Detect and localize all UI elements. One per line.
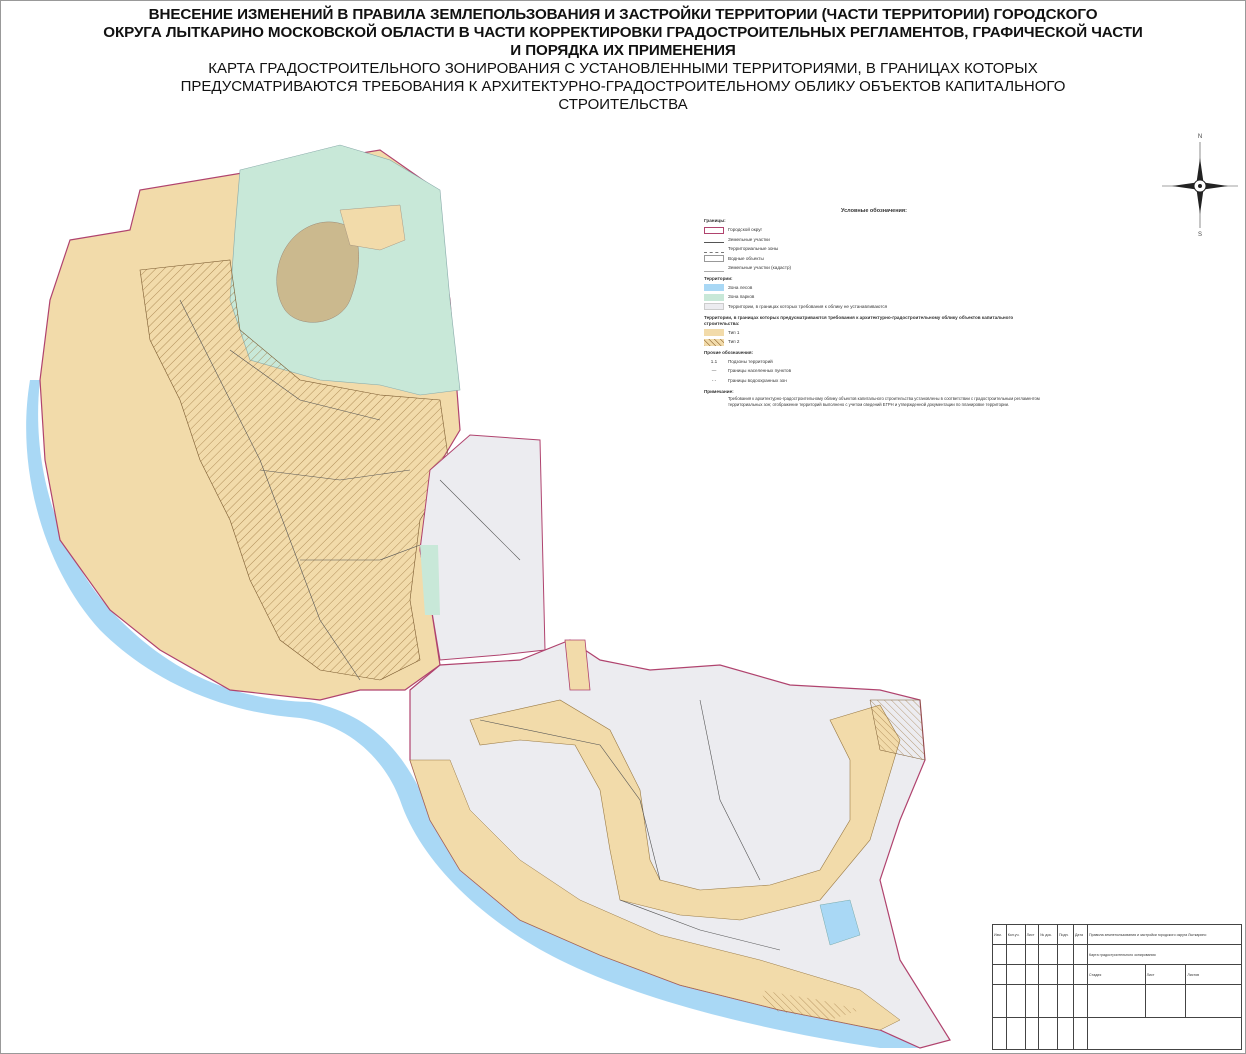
stamp-cell: Лист: [1024, 924, 1040, 945]
compass-south-label: S: [1198, 232, 1202, 238]
legend-label: Земельные участки (кадастр): [728, 265, 792, 271]
legend-row: Земельные участки (кадастр): [704, 263, 1044, 273]
legend-label: Зона лесов: [728, 284, 753, 290]
subtitle-line-3: СТРОИТЕЛЬСТВА: [558, 96, 688, 113]
legend-row: Территориальные зоны: [704, 244, 1044, 254]
stamp-sheet: Лист: [1144, 964, 1187, 985]
legend: Условные обозначения: Границы: Городской…: [704, 208, 1044, 407]
legend-label: Городской округ: [728, 227, 763, 233]
legend-swatch: [704, 284, 724, 292]
legend-swatch: [704, 329, 724, 337]
title-block: ВНЕСЕНИЕ ИЗМЕНЕНИЙ В ПРАВИЛА ЗЕМЛЕПОЛЬЗО…: [0, 6, 1246, 114]
compass-rose-icon: N S: [1162, 134, 1238, 238]
east-hatch: [869, 699, 926, 761]
legend-group-other: Прочие обозначения:: [704, 350, 754, 356]
legend-row: Земельные участки: [704, 235, 1044, 245]
legend-group-territories: Территории:: [704, 275, 733, 281]
legend-symbol: 1.1: [710, 358, 718, 364]
stamp-project: Правила землепользования и застройки гор…: [1087, 924, 1242, 945]
legend-label: Территории, в границах которых требовани…: [728, 303, 888, 309]
stamp-cell: Кол.уч.: [1005, 924, 1026, 945]
legend-symbol: —: [711, 368, 717, 374]
stamp-cell: Изм.: [992, 924, 1007, 945]
legend-row: 1.1 Подзоны территорий: [704, 357, 1044, 367]
green-strip-center: [420, 545, 440, 615]
legend-label: Границы населенных пунктов: [728, 368, 792, 374]
legend-notes-text: Требования к архитектурно-градостроитель…: [728, 395, 1040, 407]
legend-group-boundaries: Границы:: [704, 218, 726, 224]
legend-swatch: [704, 303, 724, 311]
title-line-1: ВНЕСЕНИЕ ИЗМЕНЕНИЙ В ПРАВИЛА ЗЕМЛЕПОЛЬЗО…: [148, 6, 1098, 23]
legend-swatch: [704, 338, 724, 346]
stamp-sheet-title: Карта градостроительного зонирования: [1087, 944, 1242, 965]
title-line-3: И ПОРЯДКА ИХ ПРИМЕНЕНИЯ: [510, 42, 736, 59]
legend-label: Территориальные зоны: [728, 246, 779, 252]
legend-label: Тип 2: [728, 339, 740, 345]
legend-row: Водные объекты: [704, 254, 1044, 264]
legend-swatch: [704, 265, 724, 272]
legend-row: Тип 1: [704, 328, 1044, 338]
spur: [564, 639, 591, 691]
legend-swatch: [704, 236, 724, 244]
legend-row: Городской округ: [704, 225, 1044, 235]
stamp-cell: Подп.: [1056, 924, 1075, 945]
south-hatch: [760, 990, 860, 1020]
legend-notes-title: Примечание:: [704, 388, 734, 394]
urban-core-hatch: [139, 259, 451, 681]
stamp-sheets: Листов: [1185, 964, 1242, 985]
legend-group-aho: Территории, в границах которых предусмат…: [704, 314, 1014, 326]
legend-row: Территории, в границах которых требовани…: [704, 302, 1044, 312]
pond: [819, 899, 861, 946]
title-stamp: Изм. Кол.уч. Лист № док. Подп. Дата Прав…: [992, 924, 1242, 1050]
legend-label: Земельные участки: [728, 236, 770, 242]
legend-row: — Границы населенных пунктов: [704, 367, 1044, 377]
forest-inner-area: [276, 221, 359, 323]
road-lines: [179, 299, 781, 951]
legend-label: Зона парков: [728, 294, 755, 300]
legend-swatch: [704, 246, 724, 253]
legend-swatch: [704, 293, 724, 301]
legend-row: Зона парков: [704, 293, 1044, 303]
legend-label: Подзоны территорий: [728, 358, 773, 364]
legend-swatch: [704, 226, 724, 234]
legend-row: Тип 2: [704, 338, 1044, 348]
subtitle-line-2: ПРЕДУСМАТРИВАЮТСЯ ТРЕБОВАНИЯ К АРХИТЕКТУ…: [180, 78, 1066, 95]
legend-label: Границы водоохранных зон: [728, 377, 787, 383]
legend-title: Условные обозначения:: [841, 208, 907, 214]
legend-label: Водные объекты: [728, 255, 764, 261]
forest-strip: [339, 204, 406, 251]
title-line-2: ОКРУГА ЛЫТКАРИНО МОСКОВСКОЙ ОБЛАСТИ В ЧА…: [103, 24, 1143, 41]
legend-row: Зона лесов: [704, 283, 1044, 293]
legend-row: - - Границы водоохранных зон: [704, 376, 1044, 386]
stamp-cell: № док.: [1038, 924, 1058, 945]
legend-symbol: - -: [711, 377, 717, 383]
subtitle-line-1: КАРТА ГРАДОСТРОИТЕЛЬНОГО ЗОНИРОВАНИЯ С У…: [208, 60, 1038, 77]
grey-zone-center: [419, 434, 546, 661]
stamp-cell: Дата: [1072, 924, 1089, 945]
beige-band-south: [409, 759, 901, 1031]
stamp-stage: Стадия: [1087, 964, 1146, 985]
compass-north-label: N: [1198, 134, 1202, 140]
legend-label: Тип 1: [728, 329, 740, 335]
legend-swatch: [704, 255, 724, 263]
